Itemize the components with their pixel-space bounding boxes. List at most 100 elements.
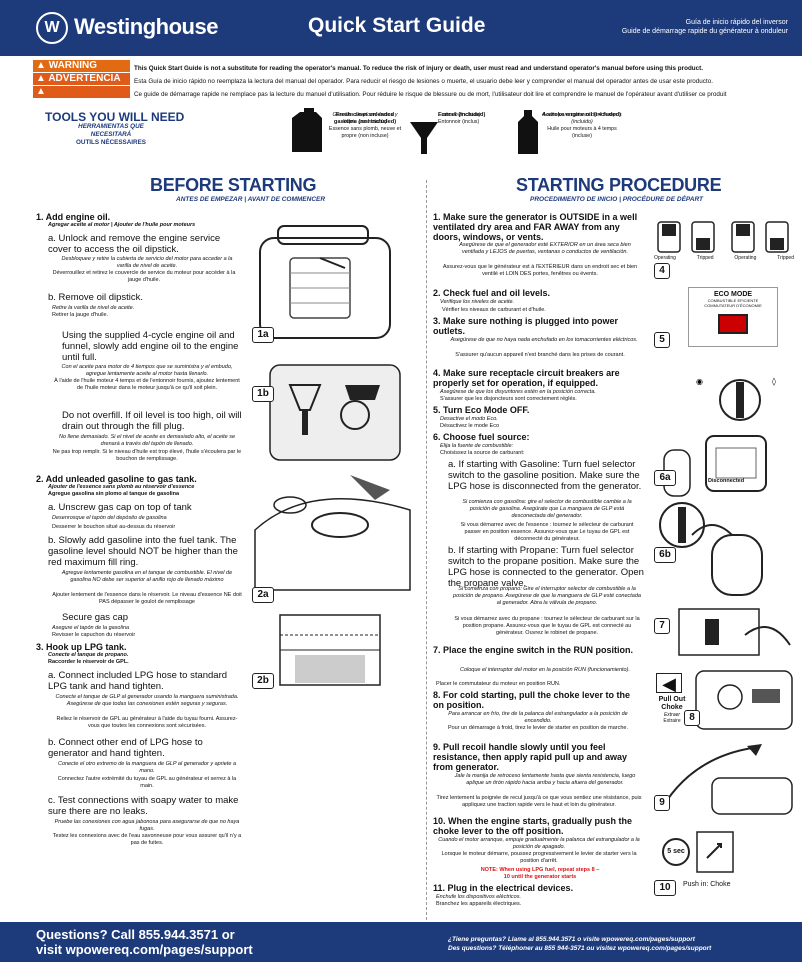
start-step-7: 7. Place the engine switch in the RUN po… bbox=[433, 645, 634, 655]
before-step-2b-es: Agregue lentamente gasolina en el tanque… bbox=[61, 570, 233, 583]
before-step-3b: b. Connect other end of LPG hose to gene… bbox=[48, 737, 203, 759]
before-step-3-sub-2: Raccorder le réservoir de GPL. bbox=[48, 659, 129, 665]
before-step-1a-fr: Déverrouillez et retirez le couvercle de… bbox=[52, 270, 236, 283]
start-step-9: 9. Pull recoil handle slowly until you f… bbox=[433, 742, 628, 772]
start-step-9-fr: Tirez lentement la poignée de recul jusq… bbox=[436, 795, 642, 808]
figure-6b-badge: 6b bbox=[654, 547, 676, 563]
before-step-3a-es: Conecte el tanque de GLP al generador us… bbox=[55, 694, 239, 707]
svg-text:◉: ◉ bbox=[696, 377, 703, 386]
before-starting-title: BEFORE STARTING bbox=[150, 175, 317, 195]
tools-subtitle: HERRAMIENTAS QUE NECESITARÁ OUTILS NÉCES… bbox=[59, 123, 163, 147]
choke-es: Extraer bbox=[663, 712, 681, 718]
breaker-label-2: Tripped bbox=[696, 255, 714, 261]
engine-switch-run-illustration bbox=[678, 608, 791, 656]
before-step-3c: c. Test connections with soapy water to … bbox=[48, 795, 239, 817]
before-step-2a: a. Unscrew gas cap on top of tank bbox=[48, 502, 192, 513]
before-step-2-sub-1: Ajouter de l'essence sans plomb au réser… bbox=[48, 484, 195, 490]
before-step-2b-fr: Ajouter lentement de l'essence dans le r… bbox=[52, 592, 242, 605]
start-step-6-es: Elija la fuente de combustible: bbox=[440, 443, 514, 449]
figure-10-badge: 10 bbox=[654, 880, 676, 896]
figure-2a-badge: 2a bbox=[252, 587, 274, 603]
footer-support-es: ¿Tiene preguntas? Llame al 855.944.3571 … bbox=[448, 936, 695, 943]
recoil-pull-illustration bbox=[661, 744, 793, 815]
tools-sub-es: HERRAMIENTAS QUE NECESITARÁ bbox=[78, 123, 144, 138]
page-title: Quick Start Guide bbox=[308, 14, 486, 37]
fuel-fill-level-illustration bbox=[279, 614, 381, 686]
oil-bottle-icon bbox=[518, 110, 538, 154]
start-step-6a-es: Si comienza con gasolina: gire el select… bbox=[462, 499, 632, 519]
before-step-3a: a. Connect included LPG hose to standard… bbox=[48, 670, 228, 692]
figure-2b-badge: 2b bbox=[252, 673, 274, 689]
before-step-1c-es: Con el aceite para motor de 4 tiempos qu… bbox=[61, 364, 233, 377]
before-step-2a-es: Desenrosque el tapón del depósito de gas… bbox=[52, 515, 167, 521]
left-arrow-icon: ◀ bbox=[656, 673, 682, 694]
warning-labels: ▲ WARNING ▲ ADVERTENCIA ▲ AVERTISSEMENT bbox=[33, 60, 130, 109]
start-step-6b: b. If starting with Propane: Turn fuel s… bbox=[448, 545, 644, 589]
starting-procedure-title: STARTING PROCEDURE bbox=[516, 175, 722, 195]
before-step-1d: Do not overfill. If oil level is too hig… bbox=[62, 410, 242, 432]
start-step-1-fr: Assurez-vous que le générateur est à l'E… bbox=[442, 264, 638, 277]
before-starting-subtitle: ANTES DE EMPEZAR | AVANT DE COMMENCER bbox=[176, 196, 326, 203]
figure-4-badge: 4 bbox=[654, 263, 670, 279]
choke-label: Pull Out Choke Extraer Extraire bbox=[654, 696, 690, 724]
tool-funnel-title: Funnel (included) bbox=[438, 112, 486, 118]
fuel-selector-dial-illustration: ◉ ◊ bbox=[696, 377, 776, 421]
figure-8-badge: 8 bbox=[684, 710, 700, 726]
header-bar bbox=[0, 0, 802, 56]
eco-mode-switch bbox=[718, 314, 748, 334]
start-step-4-fr: S'assurer que les disjoncteurs sont corr… bbox=[440, 396, 577, 402]
before-step-3c-es: Pruebe las conexiones con agua jabonosa … bbox=[54, 819, 240, 832]
lpg-note: NOTE: When using LPG fuel, repeat steps … bbox=[480, 867, 600, 880]
before-step-1d-fr: Ne pas trop remplir. Si le niveau d'huil… bbox=[52, 449, 242, 462]
start-step-4: 4. Make sure receptacle circuit breakers… bbox=[433, 368, 620, 388]
start-step-6b-fr: Si vous démarrez avec du propane : tourn… bbox=[454, 616, 640, 636]
footer-bar bbox=[0, 922, 802, 962]
before-step-1b: b. Remove oil dipstick. bbox=[48, 292, 144, 303]
start-step-10: 10. When the engine starts, gradually pu… bbox=[433, 816, 633, 836]
before-step-1a-es: Desbloquee y retire la cubierta de servi… bbox=[61, 256, 233, 269]
before-step-2a-fr: Desserrer le bouchon situé au-dessus du … bbox=[52, 524, 176, 530]
before-step-3: 3. Hook up LPG tank. bbox=[36, 642, 127, 652]
circuit-breaker-switches-illustration bbox=[657, 221, 789, 253]
tool-funnel-es: Embudo (incluido) bbox=[438, 112, 481, 118]
start-step-7-fr: Placer le commutateur du moteur en posit… bbox=[436, 681, 561, 687]
propane-valve-illustration bbox=[659, 502, 763, 596]
start-step-9-es: Jale la manija de retroceso lentamente h… bbox=[454, 773, 636, 786]
choke-fr: Extraire bbox=[663, 718, 681, 724]
oil-dipstick-funnel-illustration bbox=[269, 364, 401, 461]
before-step-3-sub-1: Conecte el tanque de propano. bbox=[48, 652, 129, 658]
start-step-1-es: Asegúrese de que el generador esté EXTER… bbox=[459, 242, 631, 255]
start-step-5-fr: Désactivez le mode Eco bbox=[440, 423, 499, 429]
tool-funnel-desc: Funnel (included) Embudo (incluido) Ento… bbox=[438, 112, 506, 126]
tool-gasoline-fr: Essence sans plomb, neuve et propre (non… bbox=[328, 126, 402, 139]
start-step-11: 11. Plug in the electrical devices. bbox=[433, 883, 574, 893]
start-step-5: 5. Turn Eco Mode OFF. bbox=[433, 405, 530, 415]
page-subtitle: Guía de inicio rápido del inversor Guide… bbox=[622, 18, 788, 36]
start-step-6a: a. If starting with Gasoline: Turn fuel … bbox=[448, 459, 642, 492]
tools-title: TOOLS YOU WILL NEED bbox=[45, 110, 185, 124]
start-step-1: 1. Make sure the generator is OUTSIDE in… bbox=[433, 212, 638, 242]
eco-mode-panel: ECO MODE COMBUSTIBLE EFICIENTE COMMUTATE… bbox=[688, 287, 778, 347]
warning-label-fr: ▲ AVERTISSEMENT bbox=[33, 86, 130, 109]
before-step-2: 2. Add unleaded gasoline to gas tank. bbox=[36, 474, 197, 484]
start-step-6a-fr: Si vous démarrez avec de l'essence : tou… bbox=[460, 522, 634, 542]
tools-sub-fr: OUTILS NÉCESSAIRES bbox=[76, 139, 146, 146]
brand-name: Westinghouse bbox=[74, 14, 218, 39]
before-step-1c-fr: À l'aide de l'huile moteur 4 temps et de… bbox=[54, 378, 240, 391]
tool-gasoline-desc: Fresh clean unleaded gasoline (not inclu… bbox=[326, 112, 404, 140]
before-step-2-sub-2: Agregue gasolina sin plomo al tanque de … bbox=[48, 491, 180, 497]
start-step-2-fr: Vérifier les niveaux de carburant et d'h… bbox=[442, 307, 546, 313]
before-step-3b-fr: Connectez l'autre extrémité du tuyau de … bbox=[57, 776, 237, 789]
start-step-10-es: Cuando el motor arranque, empuje gradual… bbox=[438, 837, 640, 850]
before-step-3c-fr: Testez les connexions avec de l'eau savo… bbox=[52, 833, 242, 846]
warning-label-es: ▲ ADVERTENCIA bbox=[33, 73, 130, 85]
start-step-6b-es: Si comienza con propano: Gire el interru… bbox=[453, 586, 641, 606]
tool-oil-desc: 4-stroke engine oil (included) Aceite pa… bbox=[542, 112, 622, 140]
eco-mode-subtitle: COMBUSTIBLE EFICIENTE COMMUTATEUR D'ÉCON… bbox=[704, 298, 762, 308]
westinghouse-logo-icon: W bbox=[36, 12, 68, 44]
disconnected-label: Disconnected bbox=[708, 478, 745, 484]
before-step-1a: a. Unlock and remove the engine service … bbox=[48, 233, 221, 255]
breaker-label-1: Operating bbox=[654, 255, 676, 261]
warning-text-es: Esta Guía de inicio rápido no reemplaza … bbox=[134, 78, 713, 85]
funnel-icon bbox=[410, 122, 438, 154]
